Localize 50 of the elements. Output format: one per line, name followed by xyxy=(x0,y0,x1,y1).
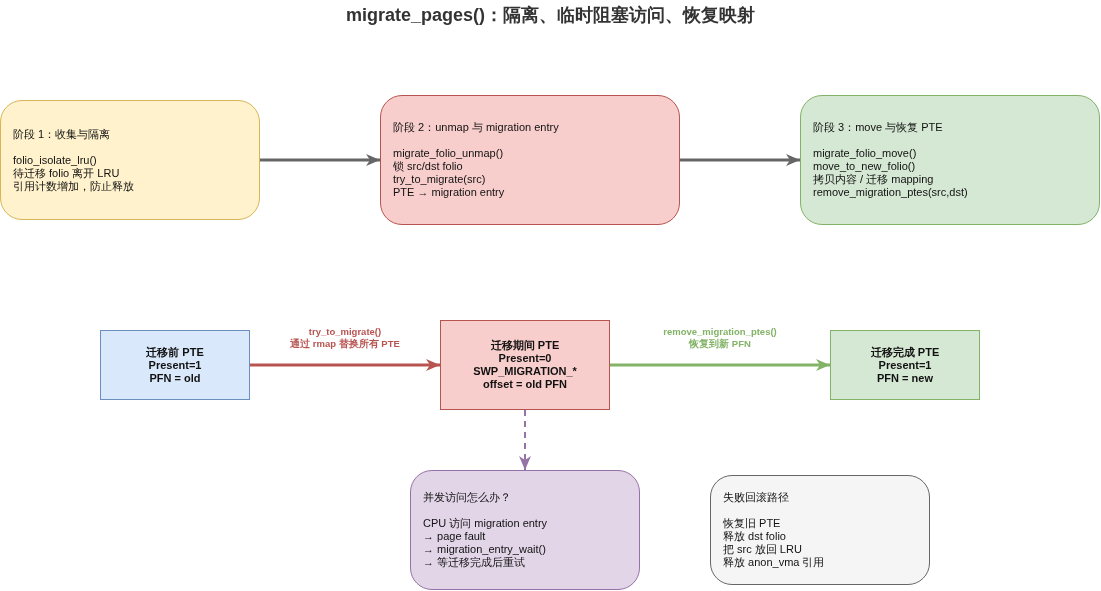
box-heading: 阶段 3：move 与恢复 PTE xyxy=(813,121,944,134)
box-heading: 失败回滚路径 xyxy=(723,491,790,504)
box-text-line: 拷贝内容 / 迁移 mapping xyxy=(813,173,935,186)
box-text-line: → migration_entry_wait() xyxy=(423,543,547,556)
stage-box xyxy=(380,95,680,225)
box-text-line: try_to_migrate(src) xyxy=(393,173,487,186)
box-text-line: 把 src 放回 LRU xyxy=(723,543,803,556)
pte-state-box xyxy=(100,330,250,400)
stage-box xyxy=(0,100,260,220)
box-heading: 迁移前 PTE xyxy=(146,345,204,359)
arrow xyxy=(610,359,830,371)
diagram-title: migrate_pages()：隔离、临时阻塞访问、恢复映射 xyxy=(344,4,756,27)
arrow xyxy=(250,359,440,371)
box-heading: 迁移完成 PTE xyxy=(870,345,940,359)
box-text-line: folio_isolate_lru() xyxy=(13,153,98,167)
box-text-line: 恢复旧 PTE xyxy=(723,517,782,530)
stage-box xyxy=(800,95,1100,225)
box-text-line: → 等迁移完成后重试 xyxy=(423,556,527,569)
box-text-line: SWP_MIGRATION_* xyxy=(473,365,577,378)
box-text-line: move_to_new_folio() xyxy=(813,160,917,173)
box-text-line: 待迁移 folio 离开 LRU xyxy=(13,166,121,180)
box-text-line: → page fault xyxy=(423,530,487,543)
box-text-line: 释放 dst folio xyxy=(723,530,787,543)
box-text-line: migrate_folio_move() xyxy=(813,147,918,160)
dashed-arrow xyxy=(519,409,531,471)
edge-label: remove_migration_ptes() 恢复到新 PFN xyxy=(663,326,777,350)
box-heading: 迁移期间 PTE xyxy=(490,339,560,352)
box-text-line: PTE → migration entry xyxy=(393,186,506,199)
pte-state-box xyxy=(440,320,610,410)
box-text-line: PFN = old xyxy=(149,371,201,385)
edge-label: try_to_migrate() 通过 rmap 替换所有 PTE xyxy=(290,326,400,350)
box-text-line: CPU 访问 migration entry xyxy=(423,517,549,530)
box-text-line: 引用计数增加，防止释放 xyxy=(13,179,135,193)
box-text-line: PFN = new xyxy=(877,371,933,385)
pte-state-box xyxy=(830,330,980,400)
box-text-line: remove_migration_ptes(src,dst) xyxy=(813,186,969,199)
box-heading: 阶段 1：收集与隔离 xyxy=(13,127,112,141)
box-text-line: Present=1 xyxy=(148,358,202,372)
box-text-line: Present=1 xyxy=(878,358,932,372)
box-text-line: Present=0 xyxy=(498,352,552,365)
note-box xyxy=(410,470,640,590)
box-heading: 并发访问怎么办？ xyxy=(423,491,512,504)
box-text-line: offset = old PFN xyxy=(483,378,567,391)
arrow xyxy=(260,154,380,166)
box-heading: 阶段 2：unmap 与 migration entry xyxy=(393,121,560,134)
note-box xyxy=(710,475,930,585)
arrow xyxy=(680,154,800,166)
box-text-line: 释放 anon_vma 引用 xyxy=(723,556,826,569)
box-text-line: migrate_folio_unmap() xyxy=(393,147,505,160)
box-text-line: 锁 src/dst folio xyxy=(393,160,464,173)
